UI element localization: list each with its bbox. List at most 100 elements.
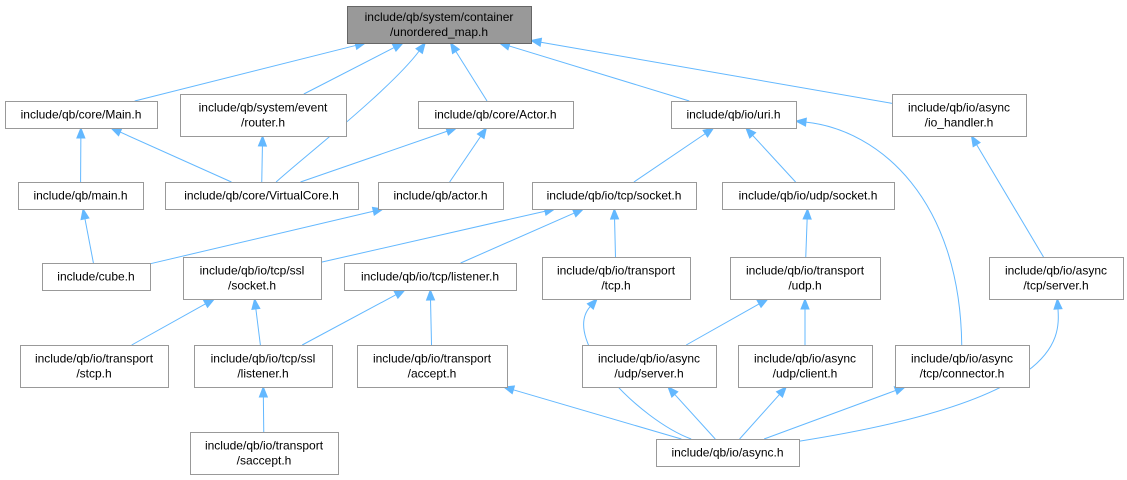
- node-async-tcp-server[interactable]: include/qb/io/async/tcp/server.h: [989, 257, 1124, 300]
- node-box: [892, 94, 1027, 137]
- node-box: [378, 182, 504, 210]
- edge-async_udp_server-to-transport_udp: [685, 298, 769, 346]
- edge-virtualcore-to-core_actor: [300, 126, 458, 183]
- node-transport-accept[interactable]: include/qb/io/transport/accept.h: [357, 345, 508, 388]
- edge-cube-to-qb_main: [80, 207, 94, 264]
- edge-line: [752, 135, 796, 183]
- node-box: [989, 257, 1124, 300]
- node-label-line: /unordered_map.h: [390, 25, 488, 39]
- edge-transport_accept-to-tcp_listener: [425, 288, 436, 346]
- node-ssl-socket[interactable]: include/qb/io/tcp/ssl/socket.h: [183, 257, 322, 300]
- node-io-uri[interactable]: include/qb/io/uri.h: [671, 101, 797, 129]
- node-core-main[interactable]: include/qb/core/Main.h: [5, 101, 158, 129]
- node-box: [357, 345, 508, 388]
- node-transport-udp[interactable]: include/qb/io/transport/udp.h: [730, 257, 881, 300]
- edge-line: [508, 45, 690, 102]
- node-box: [344, 263, 517, 291]
- node-label-line: /io_handler.h: [925, 116, 994, 130]
- node-label-line: include/qb/io/uri.h: [686, 108, 780, 122]
- edge-line: [540, 41, 893, 104]
- edge-line: [430, 299, 433, 346]
- node-event-router[interactable]: include/qb/system/event/router.h: [180, 94, 347, 137]
- edge-line: [303, 47, 395, 95]
- edge-arrowhead: [251, 297, 261, 311]
- node-udp-socket[interactable]: include/qb/io/udp/socket.h: [722, 182, 895, 210]
- edge-async_tcp_connector-to-io_uri: [794, 117, 963, 346]
- edge-arrowhead: [586, 298, 598, 310]
- edge-cube-to-qb_actor: [149, 206, 385, 265]
- edge-arrowhead: [775, 385, 788, 398]
- node-core-actor[interactable]: include/qb/core/Actor.h: [418, 101, 574, 129]
- edge-arrowhead: [109, 127, 123, 137]
- node-label-line: include/qb/io/transport: [557, 264, 676, 278]
- node-async-tcp-connector[interactable]: include/qb/io/async/tcp/connector.h: [895, 345, 1030, 388]
- node-label-line: include/qb/io/transport: [746, 264, 865, 278]
- node-label-line: /accept.h: [408, 367, 457, 381]
- edge-arrowhead: [794, 117, 807, 127]
- node-qb-main[interactable]: include/qb/main.h: [18, 182, 144, 210]
- edge-io_async-to-async_udp_server: [667, 386, 716, 440]
- node-label-line: /socket.h: [228, 279, 276, 293]
- node-box: [42, 263, 151, 291]
- node-ssl-listener[interactable]: include/qb/io/tcp/ssl/listener.h: [194, 345, 333, 388]
- edge-qb_main-to-core_main: [76, 126, 86, 183]
- edge-arrowhead: [802, 207, 812, 220]
- edge-qb_actor-to-core_actor: [449, 126, 488, 183]
- edge-async_tcp_server-to-async_io_handler: [970, 134, 1044, 258]
- edge-arrowhead: [609, 207, 620, 220]
- node-box: [722, 182, 895, 210]
- nodes-layer: include/qb/system/container/unordered_ma…: [5, 6, 1124, 475]
- node-tcp-listener[interactable]: include/qb/io/tcp/listener.h: [344, 263, 517, 291]
- node-transport-saccept[interactable]: include/qb/io/transport/saccept.h: [190, 432, 339, 475]
- edge-arrowhead: [415, 41, 426, 55]
- node-box: [194, 345, 333, 388]
- node-label-line: include/qb/actor.h: [393, 189, 487, 203]
- node-transport-stcp[interactable]: include/qb/io/transport/stcp.h: [20, 345, 169, 388]
- edge-line: [633, 133, 706, 183]
- node-async-udp-server[interactable]: include/qb/io/async/udp/server.h: [582, 345, 717, 388]
- edge-line: [149, 210, 374, 265]
- node-box: [347, 6, 532, 44]
- edge-line: [460, 212, 575, 264]
- node-virtualcore[interactable]: include/qb/core/VirtualCore.h: [165, 182, 359, 210]
- node-box: [532, 182, 697, 210]
- node-label-line: include/qb/io/transport: [373, 352, 492, 366]
- node-async-io-handler[interactable]: include/qb/io/async/io_handler.h: [892, 94, 1027, 137]
- node-label-line: include/qb/io/tcp/ssl: [200, 264, 305, 278]
- node-label-line: /tcp.h: [601, 279, 630, 293]
- edge-arrowhead: [257, 134, 268, 147]
- node-box: [190, 432, 339, 475]
- node-unordered-map[interactable]: include/qb/system/container/unordered_ma…: [347, 6, 532, 44]
- edge-arrowhead: [756, 298, 769, 309]
- edge-transport_udp-to-udp_socket: [802, 207, 812, 258]
- edge-line: [261, 145, 263, 183]
- node-label-line: include/qb/io/transport: [205, 439, 324, 453]
- edge-line: [134, 44, 356, 102]
- node-qb-actor[interactable]: include/qb/actor.h: [378, 182, 504, 210]
- edge-arrowhead: [476, 126, 488, 140]
- edge-arrowhead: [76, 126, 86, 139]
- node-async-udp-client[interactable]: include/qb/io/async/udp/client.h: [738, 345, 873, 388]
- node-label-line: /udp/client.h: [773, 367, 838, 381]
- node-transport-tcp[interactable]: include/qb/io/transport/tcp.h: [542, 257, 691, 300]
- edge-ssl_listener-to-ssl_socket: [251, 297, 261, 346]
- node-label-line: include/qb/core/VirtualCore.h: [184, 189, 339, 203]
- node-io-async[interactable]: include/qb/io/async.h: [656, 439, 800, 467]
- node-label-line: include/qb/io/async: [911, 352, 1013, 366]
- edge-line: [805, 218, 808, 258]
- node-label-line: include/qb/io/async.h: [671, 446, 783, 460]
- edge-arrowhead: [745, 127, 757, 139]
- node-tcp-socket[interactable]: include/qb/io/tcp/socket.h: [532, 182, 697, 210]
- node-box: [582, 345, 717, 388]
- node-box: [730, 257, 881, 300]
- node-cube[interactable]: include/cube.h: [42, 263, 151, 291]
- edge-virtualcore-to-event_router: [257, 134, 268, 183]
- edge-line: [131, 303, 206, 346]
- edge-line: [301, 294, 397, 346]
- node-box: [183, 257, 322, 300]
- node-label-line: /tcp/connector.h: [920, 367, 1005, 381]
- edge-core_actor-to-unordered_map: [449, 41, 488, 102]
- edge-arrowhead: [80, 207, 90, 221]
- edge-io_async-to-async_udp_client: [739, 385, 788, 440]
- node-label-line: /router.h: [241, 116, 285, 130]
